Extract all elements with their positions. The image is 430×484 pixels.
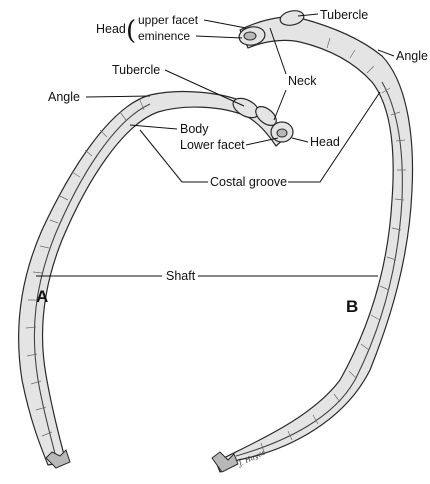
leader-tubercle-a xyxy=(164,69,245,107)
leader-costal-groove-a xyxy=(139,129,208,183)
leader-lines xyxy=(36,13,395,277)
label-tubercle-a: Tubercle xyxy=(112,63,160,77)
label-eminence: eminence xyxy=(138,29,190,43)
head-brace: ( xyxy=(126,16,136,46)
label-rib-b: B xyxy=(346,297,358,316)
label-costal-groove: Costal groove xyxy=(210,175,287,189)
rib-b-distal-end xyxy=(211,451,239,473)
rib-a-shaft xyxy=(18,90,286,466)
rib-b-costal-groove xyxy=(235,81,403,457)
leader-neck-a xyxy=(273,89,287,121)
leader-angle-a xyxy=(85,95,151,98)
leader-eminence xyxy=(195,35,243,39)
label-rib-a: A xyxy=(36,287,48,306)
leader-body xyxy=(129,124,178,130)
leader-tubercle-b xyxy=(297,13,319,17)
leader-head-a xyxy=(291,137,309,143)
label-angle-a: Angle xyxy=(48,90,80,104)
rib-b-head-facet xyxy=(243,31,257,41)
leader-costal-groove-b xyxy=(288,91,381,183)
label-tubercle-b: Tubercle xyxy=(320,8,368,22)
label-head-b: Head xyxy=(96,22,126,36)
label-shaft: Shaft xyxy=(166,269,196,283)
rib-a xyxy=(18,90,294,469)
rib-b-shading xyxy=(260,37,406,453)
rib-a-head-facet xyxy=(276,128,288,138)
label-head-a: Head xyxy=(310,135,340,149)
rib-a-costal-groove xyxy=(33,103,151,463)
leader-lower-facet xyxy=(245,137,279,146)
label-body: Body xyxy=(180,122,209,136)
label-upper-facet: upper facet xyxy=(138,13,199,27)
rib-a-shading xyxy=(25,99,145,437)
label-neck: Neck xyxy=(288,74,317,88)
label-lower-facet: Lower facet xyxy=(180,138,245,152)
leader-angle-b xyxy=(377,49,395,57)
rib-a-distal-end xyxy=(45,449,71,469)
label-angle-b: Angle xyxy=(396,49,428,63)
leader-upper-facet xyxy=(203,19,247,29)
leader-neck-b xyxy=(269,27,287,75)
